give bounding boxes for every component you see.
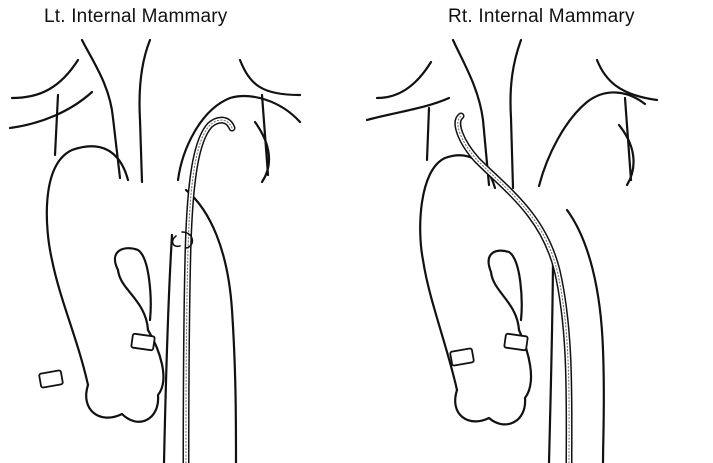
right-brachiocephalic-branches (367, 62, 449, 160)
brachiocephalic-trunk (82, 40, 120, 178)
descending-aorta-inner (549, 250, 553, 463)
vertebral-branches (240, 60, 300, 182)
right-aortic-arch-illustration (357, 0, 713, 463)
pulmonary-stub-right (131, 334, 155, 351)
left-brachiocephalic-branches (10, 60, 92, 155)
common-carotid-artery (510, 40, 521, 188)
inner-arch-curve (489, 251, 522, 330)
descending-aorta-outline (186, 190, 236, 463)
vertebral-branches (597, 60, 657, 185)
panel-title-left: Lt. Internal Mammary (44, 6, 228, 28)
pulmonary-stub-left (450, 348, 474, 366)
descending-aorta-inner (164, 235, 172, 463)
inner-arch-curve (115, 248, 151, 330)
left-aortic-arch-illustration (0, 0, 356, 463)
panel-title-right: Rt. Internal Mammary (448, 6, 635, 28)
panel-left-internal-mammary: Lt. Internal Mammary (0, 0, 356, 463)
common-carotid-artery (139, 40, 150, 182)
pulmonary-stub-left (39, 370, 63, 388)
panel-right-internal-mammary: Rt. Internal Mammary (357, 0, 713, 463)
pulmonary-stub-right (504, 334, 528, 351)
